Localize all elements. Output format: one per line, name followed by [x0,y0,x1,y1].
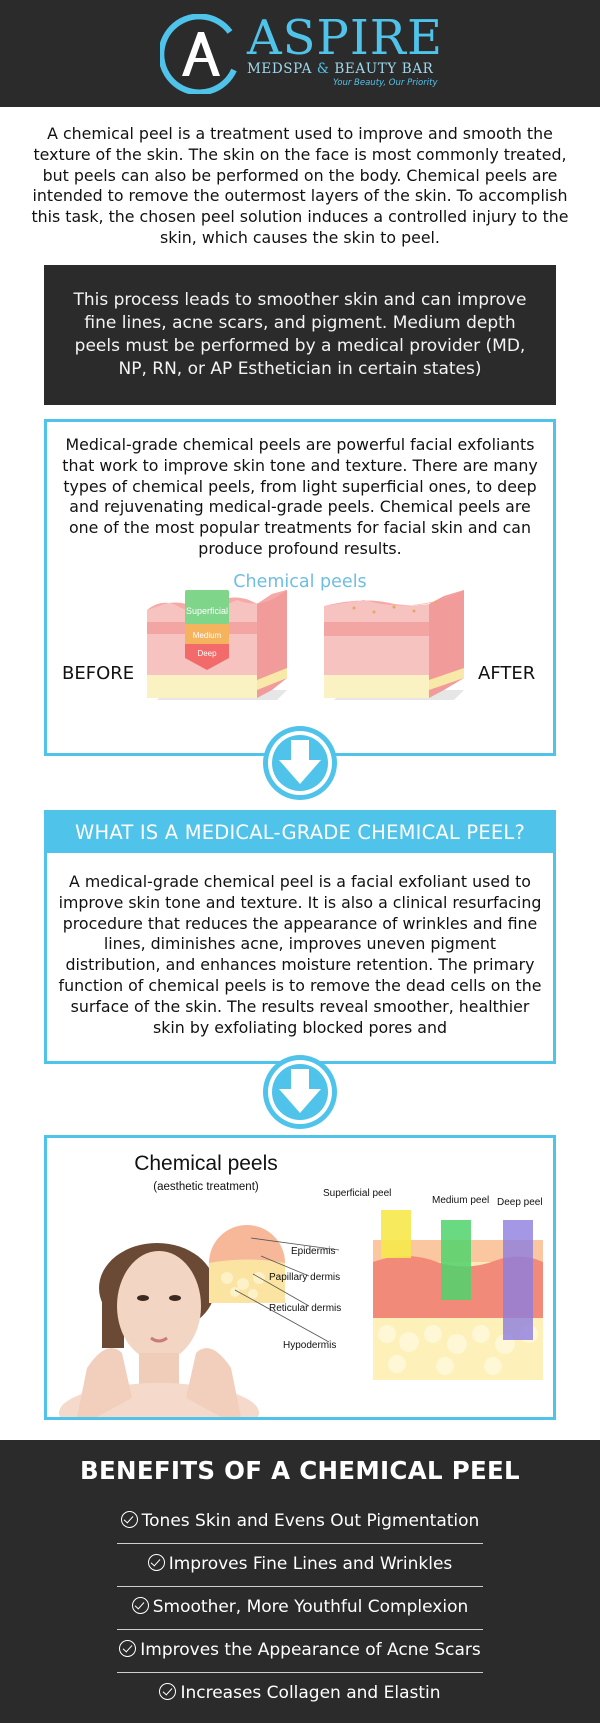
layer-label-hypodermis: Hypodermis [283,1340,337,1351]
benefit-text: Increases Collagen and Elastin [180,1683,441,1703]
peel-layers-box: Chemical peels (aesthetic treatment) [44,1135,556,1420]
skin-after-illustration [324,590,464,700]
check-circle-icon [131,1597,149,1614]
skin-zoom-circle [209,1225,340,1343]
down-arrow-icon [263,1055,337,1129]
superficial-peel-label: Superficial peel [323,1188,392,1199]
chemical-peels-image-title: Chemical peels [233,572,367,592]
medium-peel-label: Medium peel [432,1195,490,1206]
benefit-text: Tones Skin and Evens Out Pigmentation [141,1511,480,1531]
what-is-peel-box: WHAT IS A MEDICAL-GRADE CHEMICAL PEEL? A… [44,810,556,1064]
check-circle-icon [120,1511,138,1528]
layer-label-papillary-dermis: Papillary dermis [269,1272,341,1283]
brand-tagline: Your Beauty, Our Priority [333,78,438,88]
brand-name: ASPIRE [247,10,443,66]
check-circle-icon [159,1683,177,1700]
benefit-divider [117,1543,483,1544]
benefit-item: Improves Fine Lines and Wrinkles [0,1549,600,1592]
benefit-divider [117,1586,483,1587]
benefit-text: Improves the Appearance of Acne Scars [140,1640,481,1660]
layer-label-epidermis: Epidermis [291,1246,336,1257]
after-label: AFTER [478,663,536,684]
woman-face-illustration [59,1243,259,1417]
deep-layer-marker [185,644,229,670]
benefit-item: Increases Collagen and Elastin [0,1678,600,1721]
peel-layers-diagram [59,1210,543,1417]
benefits-section: BENEFITS OF A CHEMICAL PEEL Tones Skin a… [0,1440,600,1723]
brand-subtitle-amp: & [316,61,330,77]
medium-marker-label: Medium [193,631,222,640]
deep-marker-label: Deep [197,649,217,658]
header: ASPIRE MEDSPA & BEAUTY BAR Your Beauty, … [0,0,600,107]
info-dark-box: This process leads to smoother skin and … [44,265,556,405]
skin-before-illustration: Superficial Medium Deep [147,590,287,700]
peels-overview-box: Medical-grade chemical peels are powerfu… [44,419,556,756]
benefit-item: Improves the Appearance of Acne Scars [0,1635,600,1678]
benefit-item: Tones Skin and Evens Out Pigmentation [0,1506,600,1549]
benefit-text: Smoother, More Youthful Complexion [152,1597,469,1617]
brand-subtitle: MEDSPA & BEAUTY BAR [247,61,433,77]
skin-cross-section [373,1210,543,1380]
medium-peel-bar [441,1220,471,1300]
benefit-item: Smoother, More Youthful Complexion [0,1592,600,1635]
what-is-peel-heading: WHAT IS A MEDICAL-GRADE CHEMICAL PEEL? [47,813,553,853]
aspire-logo-icon [158,13,240,98]
peels-overview-text: Medical-grade chemical peels are powerfu… [62,435,538,558]
superficial-peel-bar [381,1210,411,1258]
what-is-peel-text: A medical-grade chemical peel is a facia… [58,872,542,1037]
info-dark-text: This process leads to smoother skin and … [73,290,527,379]
layer-label-reticular-dermis: Reticular dermis [269,1303,342,1314]
brand-subtitle-left: MEDSPA [247,61,312,77]
superficial-layer-marker [185,590,229,624]
intro-paragraph: A chemical peel is a treatment used to i… [31,124,569,247]
benefits-list: Tones Skin and Evens Out Pigmentation Im… [0,1506,600,1721]
benefits-title: BENEFITS OF A CHEMICAL PEEL [80,1456,520,1485]
deep-peel-bar [503,1220,533,1340]
check-circle-icon [147,1554,165,1571]
benefit-text: Improves Fine Lines and Wrinkles [168,1554,453,1574]
benefit-divider [117,1672,483,1673]
peel-diagram-subtitle: (aesthetic treatment) [153,1181,259,1193]
superficial-marker-label: Superficial [186,606,228,616]
brand-subtitle-right: BEAUTY BAR [334,61,434,77]
medium-layer-marker [185,624,229,644]
check-circle-icon [119,1640,137,1657]
down-arrow-icon [263,726,337,800]
benefit-divider [117,1629,483,1630]
peel-diagram-title: Chemical peels [134,1152,278,1175]
deep-peel-label: Deep peel [497,1197,543,1208]
before-label: BEFORE [62,663,135,684]
